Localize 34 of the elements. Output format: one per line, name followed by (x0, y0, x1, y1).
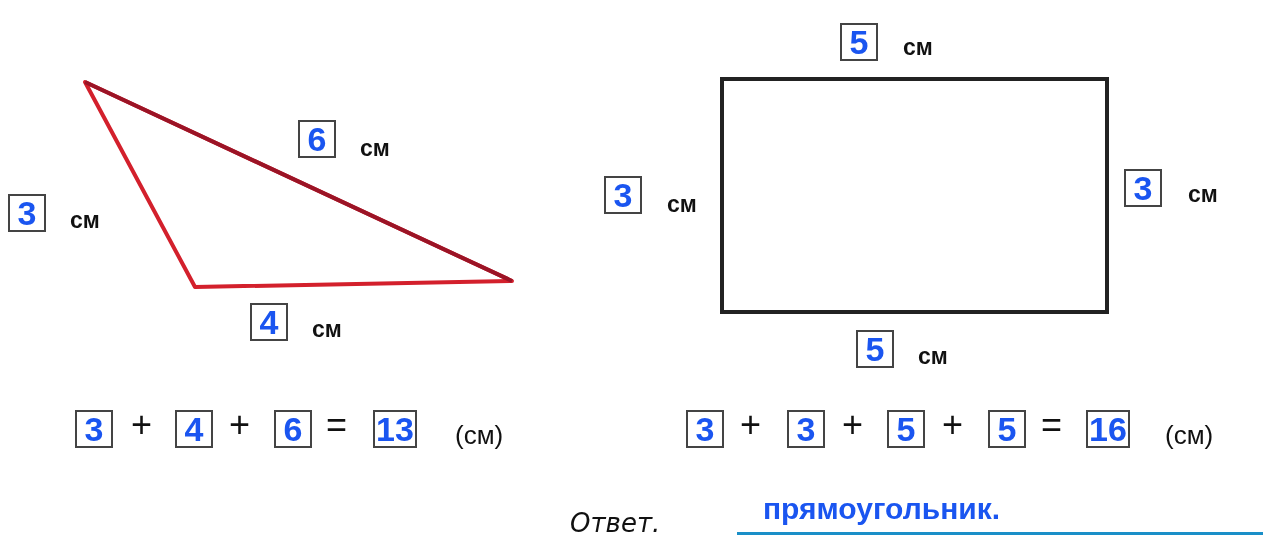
math-operator: + (942, 404, 964, 446)
unit-label: см (667, 191, 697, 218)
answer-box: 13 (373, 410, 417, 448)
unit-label: см (918, 343, 948, 370)
unit-label: (см) (1165, 420, 1214, 451)
unit-label: см (312, 316, 342, 343)
math-operator: + (842, 404, 864, 446)
answer-box: 5 (856, 330, 894, 368)
math-operator: + (740, 404, 762, 446)
answer-box: 3 (787, 410, 825, 448)
answer-box: 6 (298, 120, 336, 158)
unit-label: см (70, 207, 100, 234)
unit-label: см (1188, 181, 1218, 208)
answer-box: 4 (250, 303, 288, 341)
answer-prompt: Ответ. (570, 508, 661, 538)
unit-label: (см) (455, 420, 504, 451)
answer-box: 3 (8, 194, 46, 232)
answer-box: 6 (274, 410, 312, 448)
answer-box: 5 (887, 410, 925, 448)
math-operator: = (326, 404, 348, 446)
answer-box: 3 (686, 410, 724, 448)
fill-in-line: прямоугольник. (737, 492, 1263, 535)
answer-box: 5 (840, 23, 878, 61)
math-operator: + (131, 404, 153, 446)
answer-box: 3 (75, 410, 113, 448)
answer-box: 4 (175, 410, 213, 448)
answer-box: 16 (1086, 410, 1130, 448)
answer-box: 3 (1124, 169, 1162, 207)
math-operator: + (229, 404, 251, 446)
unit-label: см (360, 135, 390, 162)
answer-box: 5 (988, 410, 1026, 448)
math-operator: = (1041, 404, 1063, 446)
answer-box: 3 (604, 176, 642, 214)
unit-label: см (903, 34, 933, 61)
